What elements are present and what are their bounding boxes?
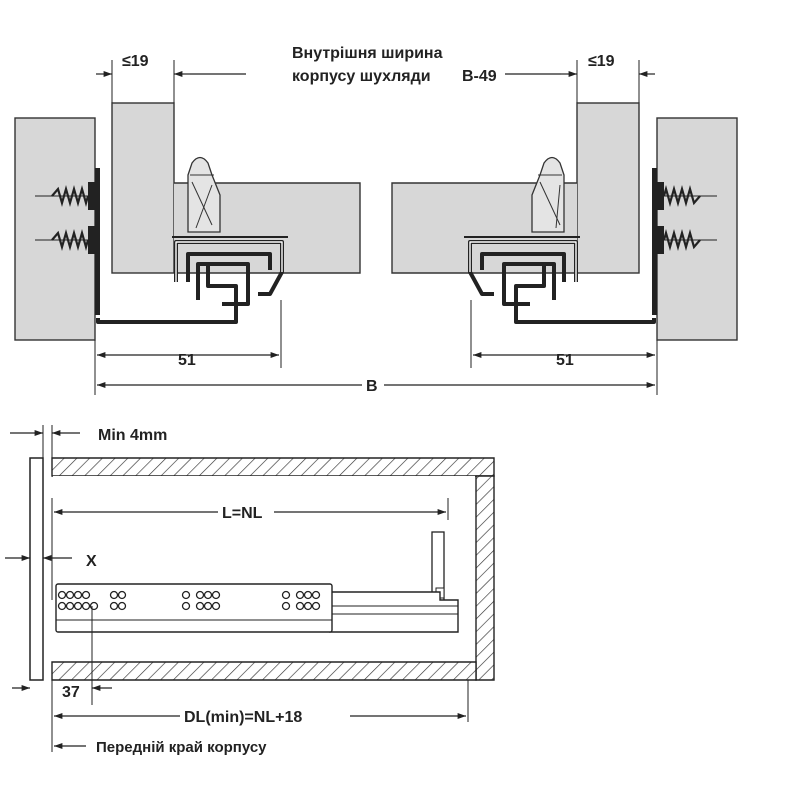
left-slide-profile bbox=[96, 236, 288, 324]
left-mounting-bracket bbox=[95, 168, 100, 315]
right-screw-lower bbox=[652, 226, 717, 254]
inner-width-line2: корпусу шухляди bbox=[292, 68, 431, 85]
total-width-label: B bbox=[366, 378, 378, 395]
left-screw-upper bbox=[35, 182, 100, 210]
left-offset-label: ≤19 bbox=[122, 53, 149, 70]
cabinet-top-wall bbox=[51, 457, 495, 477]
side-view: Min 4mm L=NL X bbox=[5, 425, 495, 756]
right-screw-upper bbox=[652, 182, 717, 210]
right-cabinet-wall bbox=[656, 117, 738, 341]
left-locking-device bbox=[187, 156, 221, 233]
inner-width-line1: Внутрішня ширина bbox=[292, 45, 443, 62]
inner-width-formula: B-49 bbox=[462, 68, 497, 85]
nominal-length-label: L=NL bbox=[222, 505, 263, 522]
right-offset-label: ≤19 bbox=[588, 53, 615, 70]
left-screw-lower bbox=[35, 226, 100, 254]
left-cabinet-wall bbox=[14, 117, 96, 341]
left-drawer-side bbox=[111, 102, 175, 274]
drawer-length-label: DL(min)=NL+18 bbox=[184, 709, 302, 726]
cabinet-bottom-wall bbox=[51, 661, 477, 681]
drawer-front-panel bbox=[29, 457, 44, 681]
front-edge-label: Передній край корпусу bbox=[96, 739, 267, 756]
right-drawer-bottom bbox=[391, 182, 577, 274]
gap-label: Min 4mm bbox=[98, 427, 167, 444]
x-label: X bbox=[86, 553, 97, 570]
right-slide-profile bbox=[464, 236, 656, 324]
right-drawer-side bbox=[576, 102, 640, 274]
cabinet-back-wall bbox=[475, 475, 495, 681]
mounting-holes bbox=[57, 590, 321, 611]
top-view: ≤19 ≤19 Внутрішня ширина корпусу шухляди… bbox=[14, 45, 738, 395]
left-slide-depth-label: 51 bbox=[178, 352, 196, 369]
right-mounting-bracket bbox=[652, 168, 657, 315]
right-slide-depth-label: 51 bbox=[556, 352, 574, 369]
hole-offset-label: 37 bbox=[62, 684, 80, 701]
right-locking-device bbox=[531, 156, 565, 233]
